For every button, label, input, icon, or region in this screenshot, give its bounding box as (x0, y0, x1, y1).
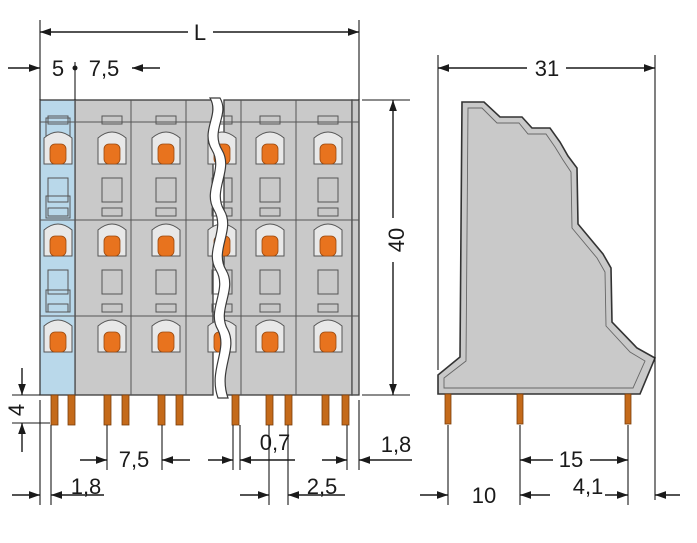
actuator-button (157, 235, 175, 257)
test-slot (47, 115, 69, 125)
height-label: 40 (384, 228, 409, 252)
end-plate-window (45, 195, 71, 219)
solder-pins (50, 394, 350, 426)
solder-pin (103, 394, 112, 426)
wire-entry (317, 269, 339, 295)
dim-length: L (39, 20, 360, 100)
actuator-button (103, 143, 121, 165)
test-slot (155, 303, 177, 313)
test-slot (47, 303, 69, 313)
dim-height: 40 (362, 99, 410, 396)
side-view (437, 101, 657, 425)
housing-left (74, 99, 214, 396)
front-offset-label: 10 (472, 483, 496, 508)
actuator-button (319, 143, 337, 165)
actuator-button (103, 331, 121, 353)
wire-entry (47, 177, 69, 203)
edge-offset-label: 1,8 (381, 432, 412, 457)
solder-pin (67, 394, 76, 426)
solder-pin (321, 394, 330, 426)
clamp-cells (43, 115, 343, 353)
test-slot (101, 115, 123, 125)
test-slot (317, 303, 339, 313)
actuator-button (261, 331, 279, 353)
solder-pin (284, 394, 293, 426)
dim-pitch-top: 5 7,5 (8, 56, 160, 100)
test-slot (47, 207, 69, 217)
test-slot (259, 303, 281, 313)
test-slot (155, 115, 177, 125)
wire-entry (47, 269, 69, 295)
test-slot (259, 115, 281, 125)
dim-pitch-bottom: 7,5 (80, 425, 190, 472)
left-offset-label: 1,8 (71, 474, 102, 499)
dim-pin-length: 4 (4, 368, 50, 452)
solder-pin (231, 394, 240, 426)
side-inner-outline (443, 107, 646, 389)
pitch-first-label: 5 (52, 56, 64, 81)
side-pin-middle (516, 393, 524, 425)
actuator-button (49, 235, 67, 257)
actuator-button (261, 235, 279, 257)
length-label: L (194, 20, 206, 45)
solder-pin (175, 394, 184, 426)
actuator-button (157, 143, 175, 165)
dim-pin-spacing: 2,5 (240, 425, 345, 505)
wire-entry (101, 177, 123, 203)
tier-lines (40, 100, 359, 395)
wire-entry (317, 177, 339, 203)
front-view (39, 97, 360, 426)
side-pin-rear (624, 393, 632, 425)
break-gap (207, 97, 232, 399)
pin-spacing-label: 2,5 (307, 474, 338, 499)
wire-entry (155, 177, 177, 203)
wire-entry (259, 177, 281, 203)
dim-edge-offset: 1,8 (322, 400, 412, 470)
solder-pin (157, 394, 166, 426)
dim-pin-thickness: 0,7 (208, 425, 295, 470)
actuator-button (319, 331, 337, 353)
dim-front-offset: 10 (420, 425, 550, 508)
solder-pin (50, 394, 59, 426)
actuator-button (103, 235, 121, 257)
pin-thickness-label: 0,7 (260, 430, 291, 455)
dim-depth: 31 (437, 55, 656, 500)
pitch-bottom-label: 7,5 (119, 447, 150, 472)
actuator-button (261, 143, 279, 165)
actuator-button (319, 235, 337, 257)
wire-entry (155, 269, 177, 295)
actuator-button (49, 143, 67, 165)
solder-pin (265, 394, 274, 426)
dim-rear-offset: 4,1 (573, 474, 680, 499)
side-pin-front (444, 393, 452, 425)
test-slot (155, 207, 177, 217)
actuator-button (157, 331, 175, 353)
housing-end-strip (351, 99, 360, 396)
test-slot (101, 303, 123, 313)
test-slot (259, 207, 281, 217)
pitch-label: 7,5 (89, 56, 120, 81)
rear-pin-spacing-label: 15 (559, 447, 583, 472)
pin-length-label: 4 (4, 404, 29, 416)
side-housing (437, 101, 657, 395)
wire-entry (259, 269, 281, 295)
depth-label: 31 (535, 56, 559, 81)
rear-offset-label: 4,1 (573, 474, 604, 499)
test-slot (317, 115, 339, 125)
wire-entry (101, 269, 123, 295)
solder-pin (121, 394, 130, 426)
test-slot (101, 207, 123, 217)
dim-left-offset: 1,8 (12, 400, 104, 505)
test-slot (317, 207, 339, 217)
actuator-button (49, 331, 67, 353)
solder-pin (341, 394, 350, 426)
